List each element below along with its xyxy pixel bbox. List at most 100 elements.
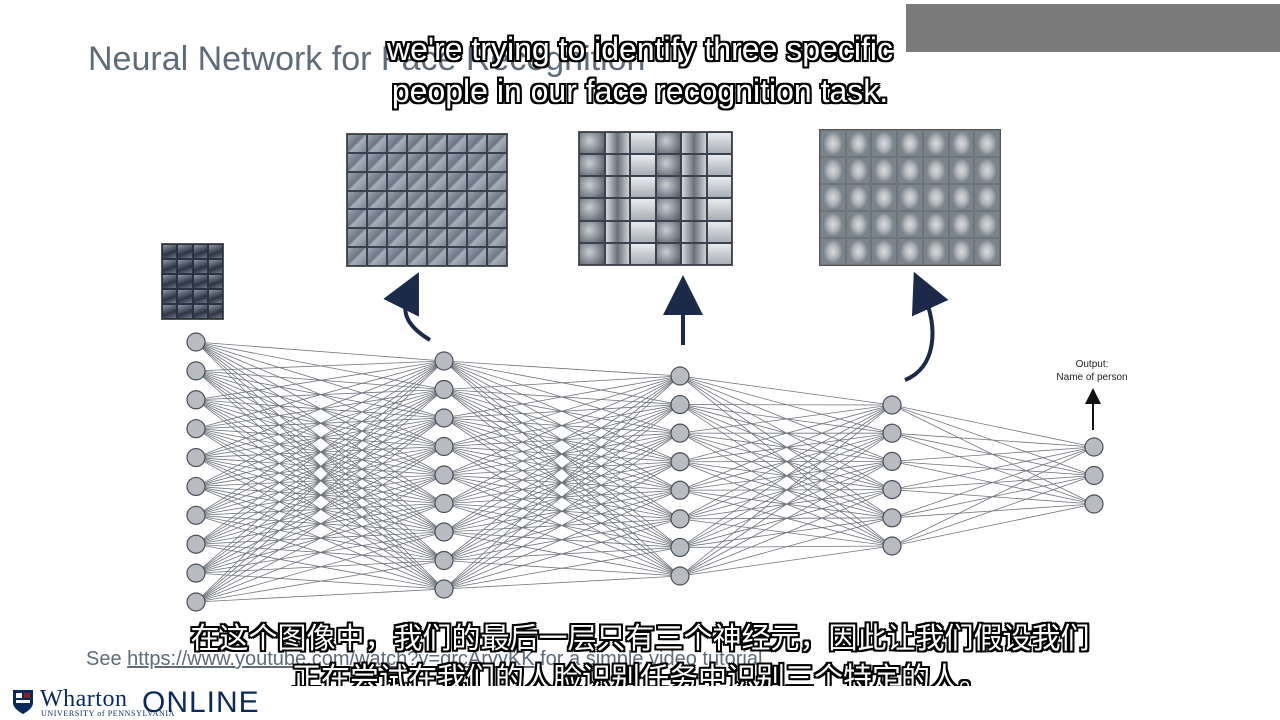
feature-tile xyxy=(407,152,427,172)
video-overlay-band xyxy=(906,4,1280,52)
feature-tile xyxy=(177,289,193,304)
neuron-node xyxy=(670,566,690,586)
wharton-wordmark: Wharton xyxy=(40,686,128,712)
feature-tile xyxy=(347,134,367,153)
feature-tile xyxy=(367,134,387,153)
neuron-node xyxy=(434,379,454,400)
feature-tile xyxy=(487,171,507,191)
feature-tile xyxy=(427,134,447,153)
feature-tile xyxy=(407,228,427,248)
feature-tile xyxy=(922,184,949,211)
reference-prefix: See xyxy=(86,648,128,670)
feature-tile xyxy=(706,176,732,199)
feature-tile xyxy=(706,132,732,155)
connection-edge xyxy=(443,375,681,447)
feature-tile xyxy=(604,154,630,177)
connection-edge xyxy=(443,375,681,476)
feature-tile xyxy=(974,130,1000,157)
connection-edge xyxy=(195,417,445,603)
feature-tile xyxy=(706,198,732,221)
connection-edge xyxy=(443,404,681,590)
feature-tile xyxy=(192,289,208,304)
slide-title: Neural Network for Face Recognition xyxy=(88,40,646,78)
neuron-node xyxy=(434,351,454,371)
neuron-node xyxy=(186,505,206,525)
feature-tile xyxy=(387,247,407,266)
feature-tile xyxy=(706,220,732,243)
connection-edge xyxy=(891,446,1095,547)
feature-tile xyxy=(820,157,846,184)
connection-edge xyxy=(195,360,445,458)
feature-tile xyxy=(192,304,208,319)
feature-tile xyxy=(387,228,407,248)
connection-edge xyxy=(443,547,681,590)
feature-tile xyxy=(845,184,872,211)
feature-tile xyxy=(820,211,846,238)
output-label-line1: Output: xyxy=(1075,359,1109,370)
feature-tile xyxy=(630,132,656,155)
feature-tile xyxy=(630,176,656,199)
connection-edge xyxy=(195,360,445,487)
feature-tile xyxy=(467,247,487,266)
feature-tile xyxy=(579,220,605,243)
feature-tile xyxy=(655,242,681,265)
feature-tile xyxy=(162,304,178,319)
neuron-node xyxy=(186,476,206,497)
feature-tile xyxy=(207,274,223,289)
feature-tile xyxy=(347,228,367,248)
feature-tile xyxy=(871,157,898,184)
connection-edge xyxy=(679,404,893,463)
connection-edge xyxy=(443,375,681,390)
feature-tile xyxy=(681,242,707,265)
neuron-node xyxy=(434,550,454,571)
english-subtitle-line2: people in our face recognition task. xyxy=(391,73,889,109)
input-face-image xyxy=(161,243,224,320)
neuron-node xyxy=(670,423,690,443)
feature-tile xyxy=(467,209,487,229)
connection-edge xyxy=(195,360,445,545)
feature-tile xyxy=(467,134,487,153)
connection-edge xyxy=(679,432,893,577)
connection-edge xyxy=(443,489,681,590)
feature-tile xyxy=(347,190,367,210)
feature-tile xyxy=(347,247,367,266)
feature-tile xyxy=(177,274,193,289)
feature-tile xyxy=(974,184,1000,211)
feature-tile xyxy=(579,176,605,199)
neuron-node xyxy=(434,465,454,485)
feature-tile xyxy=(387,209,407,229)
feature-tile xyxy=(604,198,630,221)
connection-edge xyxy=(195,503,445,603)
feature-tile xyxy=(447,247,467,266)
neuron-node xyxy=(670,480,690,500)
feature-tile xyxy=(681,132,707,155)
connection-edge xyxy=(443,375,681,504)
feature-tile xyxy=(845,157,872,184)
connection-edge xyxy=(443,432,681,590)
neuron-node xyxy=(434,408,454,428)
feature-tile xyxy=(407,171,427,191)
neuron-node xyxy=(882,395,902,415)
connection-edge xyxy=(679,404,893,520)
feature-tile xyxy=(177,244,193,259)
feature-tile xyxy=(207,304,223,319)
feature-tile xyxy=(162,259,178,274)
connection-edge xyxy=(443,360,681,377)
connection-edge xyxy=(443,518,681,590)
feature-tile xyxy=(820,238,846,265)
connection-edge xyxy=(195,360,445,574)
connection-edge xyxy=(679,545,893,577)
reference-link[interactable]: https://www.youtube.com/watch?v=grcArvyK… xyxy=(127,648,535,670)
feature-tile xyxy=(579,242,605,265)
feature-tile xyxy=(604,176,630,199)
feature-tile xyxy=(579,132,605,155)
feature-tile xyxy=(871,238,898,265)
connection-edge xyxy=(443,461,681,590)
feature-tile xyxy=(922,130,949,157)
neuron-node xyxy=(186,447,206,468)
feature-tile xyxy=(467,152,487,172)
feature-tile xyxy=(347,171,367,191)
feature-tile xyxy=(922,211,949,238)
feature-tile xyxy=(948,211,975,238)
feature-tile xyxy=(974,238,1000,265)
